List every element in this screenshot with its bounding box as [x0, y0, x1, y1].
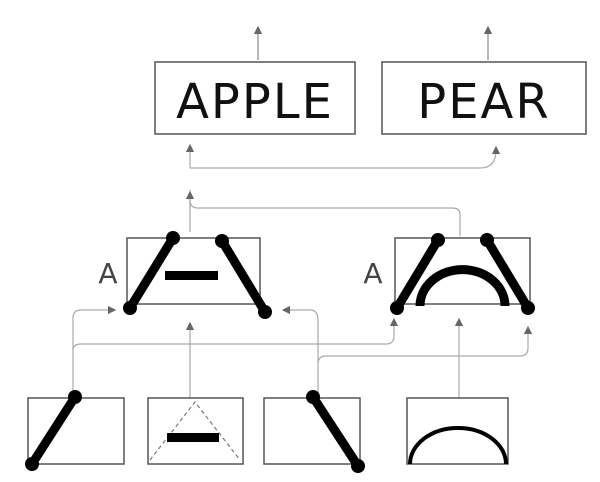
junction-dot: [480, 233, 494, 247]
letter-to-word-connections: [185, 143, 501, 236]
feature-node-crossbar: [147, 397, 244, 465]
arc-stroke: [415, 265, 510, 307]
feature-box: [263, 397, 361, 465]
word-label-pear: PEAR: [417, 74, 550, 130]
letter-node-left: A: [98, 231, 272, 319]
junction-dot: [68, 390, 82, 404]
letter-node-right: A: [363, 233, 535, 315]
feature-node-left-diagonal: [25, 390, 125, 471]
arc-stroke: [408, 426, 508, 465]
junction-dot: [390, 301, 404, 315]
crossbar-stroke: [167, 433, 219, 442]
letter-label-left: A: [98, 257, 117, 290]
word-box-pear: [381, 61, 587, 135]
junction-dot: [123, 301, 137, 315]
left-diagonal-stroke: [392, 235, 443, 313]
junction-dot: [25, 457, 39, 471]
junction-dot: [431, 233, 445, 247]
junction-dot: [258, 305, 272, 319]
letter-label-right: A: [363, 257, 382, 290]
junction-dot: [521, 301, 535, 315]
word-box-apple: [154, 61, 356, 135]
word-node-apple: APPLE: [154, 61, 356, 135]
word-label-apple: APPLE: [176, 74, 334, 130]
junction-dot: [351, 459, 365, 473]
junction-dot: [215, 234, 229, 248]
right-diagonal-stroke: [482, 235, 533, 313]
feature-box: [147, 397, 244, 465]
dashed-context-guide: [149, 401, 241, 461]
right-diagonal-stroke: [308, 392, 363, 471]
feature-to-letter-connections: [72, 305, 533, 398]
word-node-pear: PEAR: [381, 61, 587, 135]
feature-node-arc: [406, 397, 509, 465]
crossbar-stroke: [165, 271, 218, 280]
junction-dot: [166, 231, 180, 245]
feature-node-right-diagonal: [263, 390, 365, 473]
left-diagonal-stroke: [125, 233, 178, 313]
feature-box: [406, 397, 509, 465]
left-diagonal-stroke: [27, 392, 80, 469]
junction-dot: [306, 390, 320, 404]
right-diagonal-stroke: [217, 236, 270, 317]
